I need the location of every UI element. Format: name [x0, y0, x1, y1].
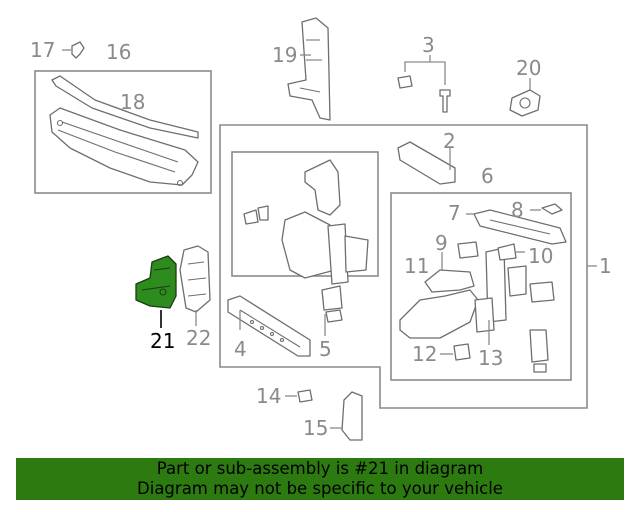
- group-box-16: [34, 70, 212, 194]
- small-bracket: [321, 285, 343, 311]
- nut-small: [325, 309, 343, 323]
- callout-16: 16: [106, 40, 131, 64]
- side-member-plate: [327, 223, 349, 285]
- tab-6a: [507, 265, 527, 297]
- part-14: [297, 389, 313, 403]
- callout-13: 13: [478, 346, 503, 370]
- part-15: [341, 391, 363, 441]
- side-member-panel: [281, 211, 336, 279]
- callout-17: 17: [30, 38, 55, 62]
- banner-line-2: Diagram may not be specific to your vehi…: [137, 479, 503, 498]
- part-12: [453, 343, 471, 361]
- callout-11: 11: [404, 254, 429, 278]
- callout-6: 6: [481, 164, 494, 188]
- side-member-upper: [304, 159, 341, 216]
- callout-22: 22: [186, 326, 211, 350]
- sensor-part: [509, 89, 541, 117]
- clip-8: [541, 203, 563, 215]
- callout-2: 2: [443, 129, 456, 153]
- pillar-13b: [474, 297, 495, 333]
- tab-right: [257, 205, 269, 221]
- tab-left: [243, 209, 259, 225]
- callout-8: 8: [511, 198, 524, 222]
- side-bracket-small: [344, 235, 369, 273]
- parts-diagram: 1 2 3 4 5 6 7 8 9 10 11 12 13 14 15 16 1…: [30, 17, 612, 441]
- upper-support-bracket: [397, 141, 456, 185]
- bracket-9: [457, 241, 479, 259]
- bolt-b: [439, 89, 451, 113]
- tab-6c: [529, 329, 549, 363]
- callout-5: 5: [319, 337, 332, 361]
- group-box-6: [390, 192, 572, 381]
- callout-9: 9: [435, 231, 448, 255]
- banner-line-1: Part or sub-assembly is #21 in diagram: [156, 459, 484, 478]
- callout-3: 3: [422, 33, 435, 57]
- cover-seal: [51, 75, 199, 139]
- callout-7: 7: [448, 201, 461, 225]
- callout-10: 10: [528, 244, 553, 268]
- group-box-1: [219, 124, 588, 409]
- callout-18: 18: [120, 90, 145, 114]
- highlighted-part-21[interactable]: [135, 255, 177, 309]
- callout-19: 19: [272, 43, 297, 67]
- apron-side: [399, 289, 479, 339]
- callout-12: 12: [412, 342, 437, 366]
- info-banner: Part or sub-assembly is #21 in diagram D…: [16, 458, 624, 500]
- radiator-support-cover: [49, 107, 199, 186]
- hood-lock-support: [287, 17, 331, 121]
- callout-20: 20: [516, 56, 541, 80]
- callout-1: 1: [599, 254, 612, 278]
- callout-21: 21: [150, 329, 175, 353]
- nut-6: [533, 363, 547, 373]
- callout-4: 4: [234, 337, 247, 361]
- tab-6b: [529, 281, 555, 303]
- callout-15: 15: [303, 416, 328, 440]
- bolt-a: [397, 75, 413, 89]
- callout-14: 14: [256, 384, 281, 408]
- reinforcement-11: [424, 269, 475, 293]
- clip-part: [71, 41, 85, 59]
- bracket-10: [497, 243, 517, 261]
